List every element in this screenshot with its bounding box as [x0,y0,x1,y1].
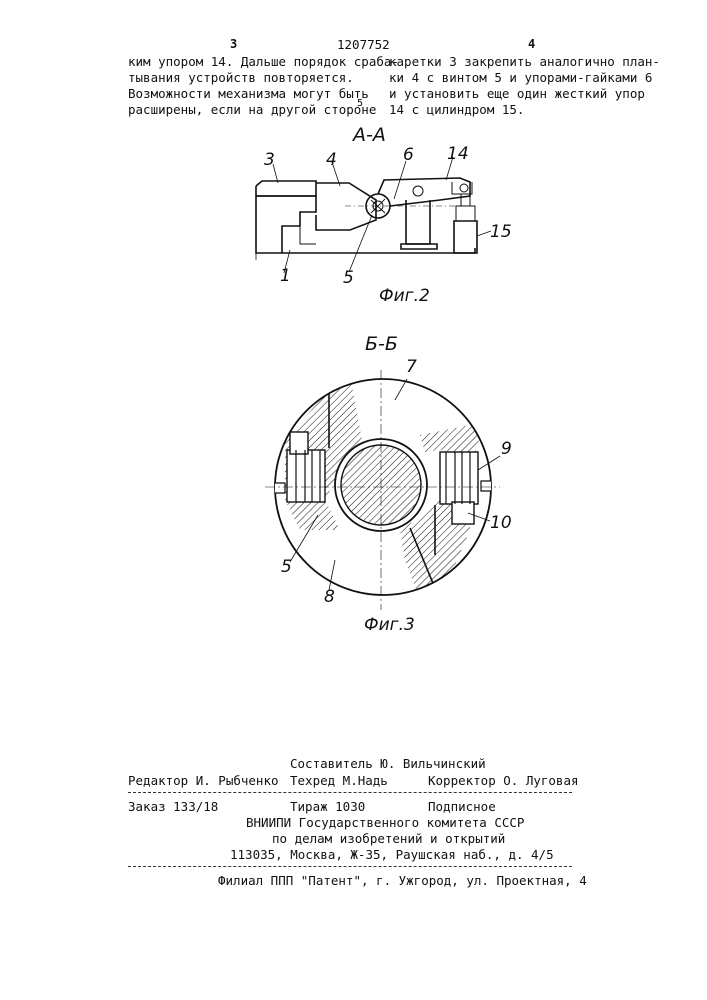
fig2-label-15: 15 [490,222,512,242]
fig3-label-10: 10 [490,513,512,533]
footer-editor: Редактор И. Рыбченко [128,773,279,788]
fig3-label-9: 9 [501,439,512,459]
footer-org-line1: ВНИИПИ Государственного комитета СССР [246,815,524,830]
footer-address: 113035, Москва, Ж-35, Раушская наб., д. … [230,847,554,862]
footer-corrector: Корректор О. Луговая [428,773,579,788]
footer-rule [128,792,572,793]
footer-circulation: Тираж 1030 [290,799,365,814]
footer-rule [128,866,572,867]
fig3-caption: Фиг.3 [364,615,415,635]
fig3-section-label: Б-Б [365,333,398,355]
fig2-label-3: 3 [264,150,275,170]
footer-subscription: Подписное [428,799,496,814]
fig2-label-14: 14 [447,144,469,164]
fig3-label-7: 7 [406,357,417,377]
footer-order: Заказ 133/18 [128,799,218,814]
footer-org-line2: по делам изобретений и открытий [272,831,505,846]
fig2-caption: Фиг.2 [379,286,430,306]
fig2-section-label: А-А [353,124,386,146]
footer-techred: Техред М.Надь [290,773,388,788]
footer-compiler: Составитель Ю. Вильчинский [290,756,486,771]
fig2-label-1: 1 [280,266,291,286]
fig3-label-5: 5 [281,557,292,577]
fig2-label-4: 4 [326,150,337,170]
fig2-label-6: 6 [403,145,414,165]
fig3-label-8: 8 [324,587,335,607]
footer-branch: Филиал ППП "Патент", г. Ужгород, ул. Про… [218,873,587,888]
fig2-label-5: 5 [343,268,354,288]
